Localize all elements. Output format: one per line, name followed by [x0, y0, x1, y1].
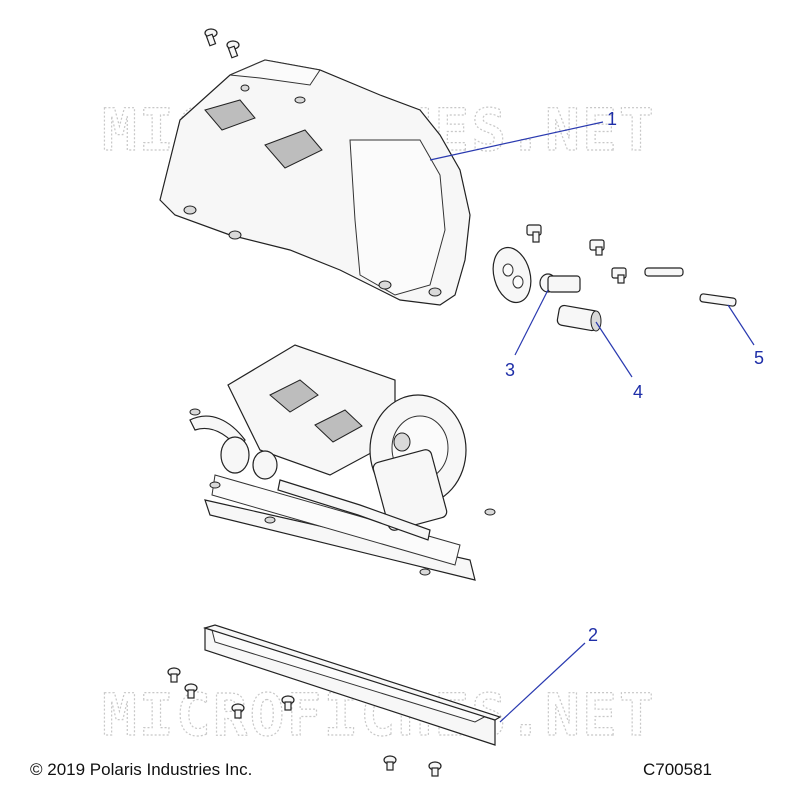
- screw-top-left-2: [226, 40, 240, 59]
- screw-bottom-1: [167, 667, 181, 683]
- heater-pipe: [277, 479, 431, 541]
- fitting-2: [589, 239, 605, 256]
- callout-2: 2: [588, 625, 598, 645]
- leader-line-2: [499, 642, 586, 723]
- heater-blower-assembly: [189, 344, 496, 581]
- cover-vent-left: [204, 99, 256, 131]
- screw-top-left-1: [204, 28, 218, 47]
- filter-tray-part-2: [202, 624, 502, 746]
- screw-bottom-6: [428, 761, 442, 777]
- heater-core-vent-1: [269, 379, 319, 413]
- screw-bottom-4: [281, 695, 295, 711]
- callout-5: 5: [754, 348, 764, 368]
- callout-4: 4: [633, 382, 643, 402]
- pin-part-5-lower: [699, 293, 737, 307]
- leader-line-3: [514, 289, 549, 356]
- leader-line-1: [429, 121, 604, 161]
- hose-connector-part-4: [556, 304, 602, 332]
- callout-1: 1: [607, 109, 617, 129]
- copyright-text: © 2019 Polaris Industries Inc.: [30, 760, 253, 779]
- callout-3: 3: [505, 360, 515, 380]
- screw-bottom-3: [231, 703, 245, 719]
- leader-line-4: [595, 321, 633, 378]
- leader-line-5: [727, 304, 755, 346]
- screw-bottom-2: [184, 683, 198, 699]
- fitting-3: [611, 267, 627, 284]
- gasket-part: [492, 246, 532, 304]
- cover-housing-part: [159, 59, 471, 306]
- pin-part-5-upper: [644, 267, 684, 277]
- fitting-1: [526, 224, 542, 243]
- heater-core-vent-2: [314, 409, 363, 443]
- cover-vent-right: [264, 129, 323, 169]
- screw-bottom-5: [383, 755, 397, 771]
- fitting-part-3: [539, 273, 581, 293]
- figure-code: C700581: [643, 760, 713, 779]
- blower-motor: [372, 449, 448, 531]
